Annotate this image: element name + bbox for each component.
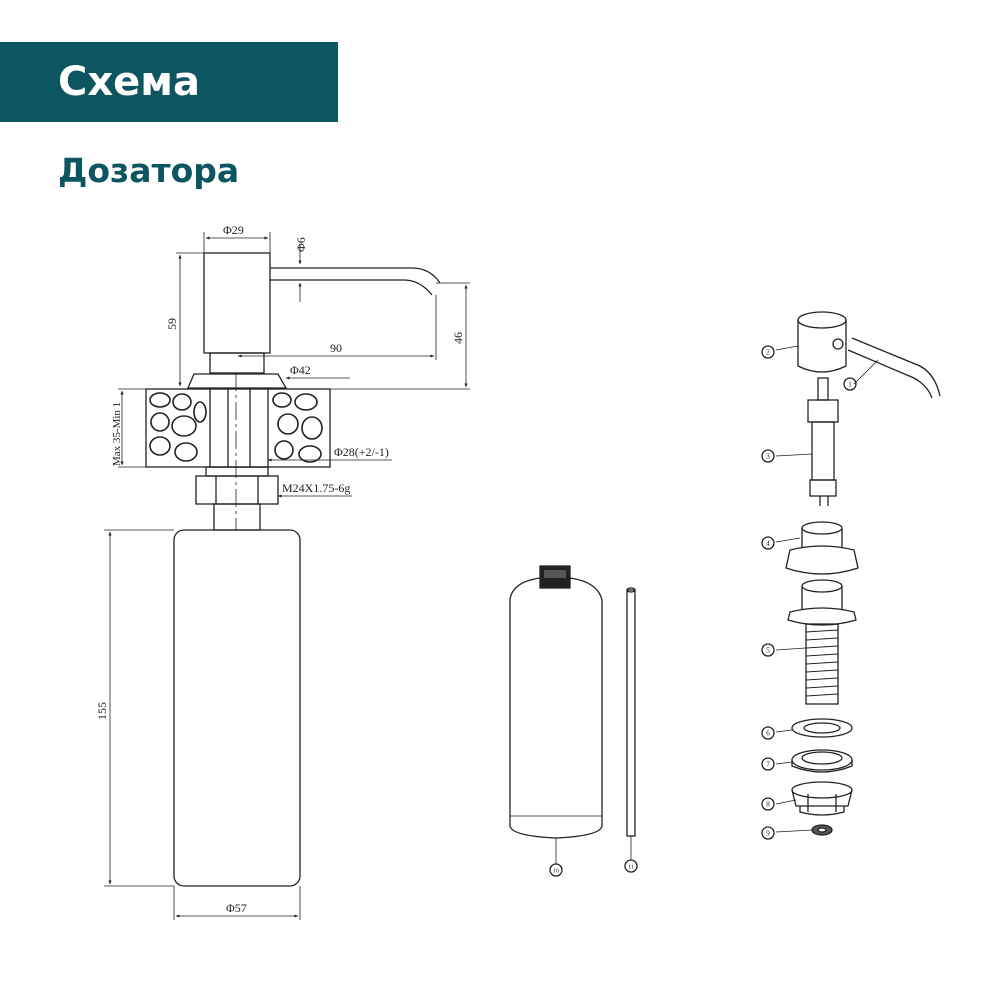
mount-nut — [195, 475, 279, 505]
callout-circle — [761, 726, 775, 740]
spout — [270, 267, 441, 296]
callout-circle — [761, 449, 775, 463]
suction-tube — [626, 589, 636, 837]
callout-circle — [843, 377, 857, 391]
title-banner — [0, 42, 338, 122]
dim-h155: 155 — [95, 702, 109, 720]
callout-circle — [761, 797, 775, 811]
dim-phi28: Φ28(+2/-1) — [334, 445, 389, 459]
dim-l90: 90 — [330, 341, 342, 355]
callout-circle — [761, 345, 775, 359]
flange — [187, 373, 288, 389]
part-number-7: 7 — [766, 761, 770, 769]
part-number-1: 1 — [848, 381, 852, 389]
part-number-9: 9 — [766, 830, 770, 838]
dim-h59: 59 — [165, 318, 179, 330]
callout-circle — [761, 643, 775, 657]
callout-circle — [624, 859, 638, 873]
loose-bottle — [509, 577, 603, 839]
callout-circle — [761, 826, 775, 840]
page-subtitle: Дозатора — [58, 151, 240, 190]
dim-max35: Max 35-Min 1 — [111, 402, 123, 466]
part-number-8: 8 — [766, 801, 770, 809]
part-number-10: 10 — [553, 869, 559, 875]
part-number-3: 3 — [766, 453, 770, 461]
dim-thread: M24X1.75-6g — [282, 481, 350, 495]
bottle-and-tube — [509, 565, 638, 877]
countertop-stones — [149, 392, 323, 463]
callout-circle — [549, 863, 563, 877]
part-number-4: 4 — [766, 540, 770, 548]
bottle — [173, 529, 301, 887]
bottle-connector — [213, 503, 261, 531]
dim-phi29: Φ29 — [223, 223, 244, 237]
callout-circle — [761, 536, 775, 550]
dim-h46: 46 — [451, 332, 465, 344]
part-number-5: 5 — [766, 647, 770, 655]
part-number-6: 6 — [766, 730, 770, 738]
part-number-2: 2 — [766, 349, 770, 357]
dimension-drawing — [104, 232, 470, 920]
part-number-11: 11 — [628, 865, 634, 871]
dim-phi57: Φ57 — [226, 901, 247, 915]
pump-head — [203, 252, 271, 354]
dim-phi42: Φ42 — [290, 363, 311, 377]
exploded-view — [761, 311, 941, 840]
neck — [209, 352, 265, 374]
dim-phi6: Φ6 — [294, 237, 308, 252]
callout-circle — [761, 757, 775, 771]
page-title: Схема — [58, 59, 200, 105]
